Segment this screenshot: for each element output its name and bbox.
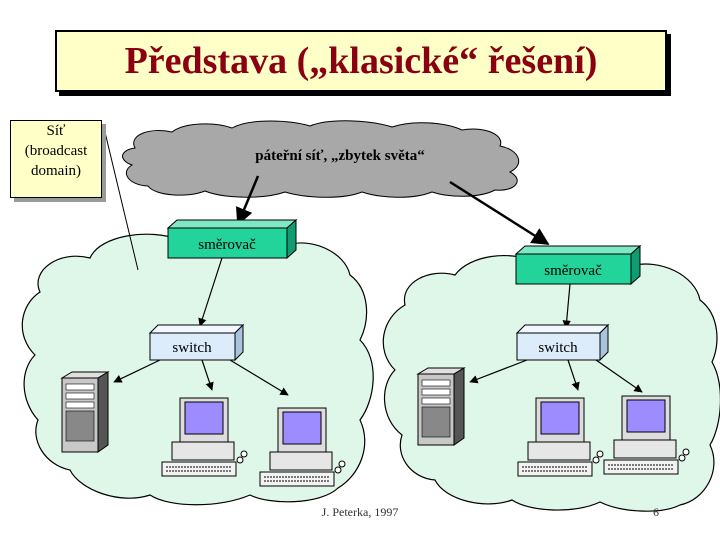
pc-right-2 <box>603 395 690 475</box>
footer-page-number: 6 <box>653 505 659 519</box>
footer-author: J. Peterka, 1997 <box>322 505 399 519</box>
note-line-1: Síť <box>46 123 66 139</box>
router-left-label: směrovač <box>198 237 256 253</box>
arrow-switch-to-pc-right-1 <box>567 359 580 391</box>
server-left <box>60 371 110 453</box>
arrow-backbone-to-router-left <box>235 175 260 226</box>
arrow-switch-to-server-right <box>469 359 528 384</box>
pc-left-2 <box>259 407 346 487</box>
arrow-backbone-to-router-right <box>449 180 550 246</box>
switch-right: switch <box>515 323 610 362</box>
backbone-cloud <box>122 120 520 198</box>
arrow-switch-to-server-left <box>113 359 161 383</box>
arrow-switch-to-pc-left-2 <box>229 359 289 396</box>
backbone-label: páteřní síť, „zbytek světa“ <box>255 148 425 164</box>
arrow-switch-to-pc-left-1 <box>201 359 214 391</box>
page-title: Představa („klasické“ řešení) <box>124 40 598 82</box>
arrow-router-to-switch-right <box>562 283 571 329</box>
pc-left-1 <box>161 397 248 477</box>
server-right <box>416 367 466 446</box>
router-right-label: směrovač <box>544 263 602 279</box>
title-box: Představa („klasické“ řešení) <box>55 30 667 92</box>
router-right: směrovač <box>514 244 642 286</box>
network-note-box: Síť (broadcast domain) <box>10 120 102 198</box>
note-callout-line <box>103 127 139 271</box>
switch-right-label: switch <box>538 340 578 356</box>
note-line-2: (broadcast <box>24 143 88 159</box>
router-left: směrovač <box>166 218 298 260</box>
note-line-3: domain) <box>31 163 81 179</box>
switch-left: switch <box>148 323 245 362</box>
arrow-switch-to-pc-right-2 <box>595 359 643 393</box>
arrow-router-to-switch-left <box>198 257 223 327</box>
pc-right-1 <box>517 397 604 477</box>
switch-left-label: switch <box>172 340 212 356</box>
